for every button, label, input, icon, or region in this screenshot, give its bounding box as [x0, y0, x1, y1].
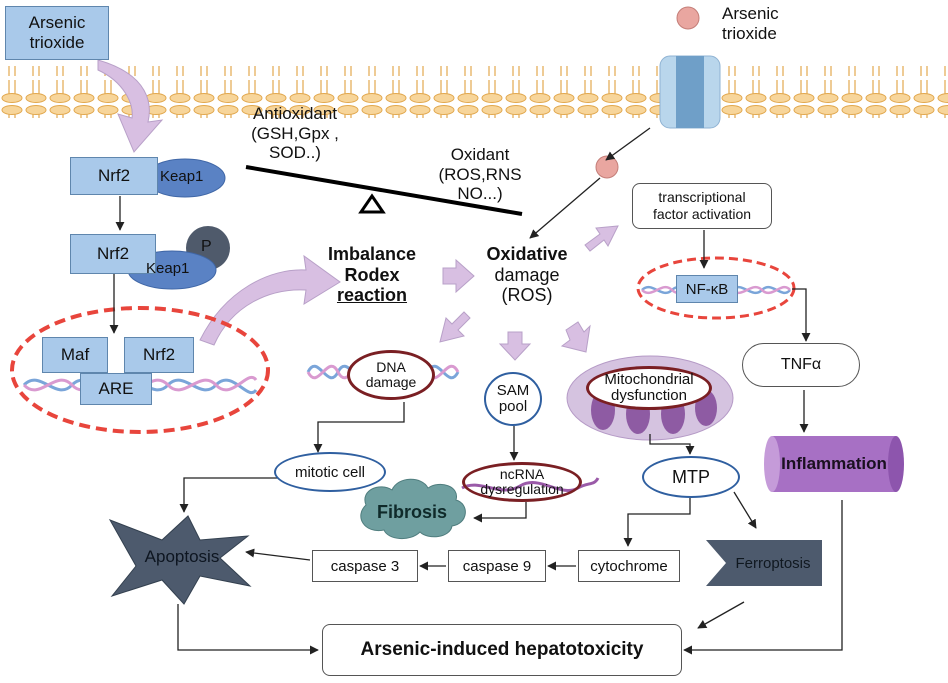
ncrna-line1: ncRNA	[499, 465, 545, 482]
fibrosis-label: Fibrosis	[376, 501, 447, 522]
oxidative-damage-label: Oxidative damage (ROS)	[480, 244, 574, 306]
phosphate-label: P	[201, 238, 212, 255]
nrf2-label: Nrf2	[96, 244, 130, 263]
oxidative-word: Oxidative	[486, 244, 568, 264]
nrf2-box: Nrf2	[70, 157, 158, 195]
arsenic-entry-line2: trioxide	[722, 23, 777, 43]
imbalance-line3: reaction	[336, 285, 408, 306]
nucleus-ring	[10, 306, 270, 434]
caspase9-box: caspase 9	[448, 550, 546, 582]
oxidant-line3: NO...)	[457, 184, 503, 204]
sam-pool-oval: SAM pool	[484, 372, 542, 426]
arsenic-label-line2: trioxide	[29, 33, 85, 52]
cytochrome-label: cytochrome	[590, 557, 668, 575]
apoptosis-label: Apoptosis	[144, 547, 220, 566]
apoptosis-node: Apoptosis	[126, 540, 238, 574]
arsenic-entry-line1: Arsenic	[722, 4, 779, 23]
antioxidant-line3: SOD..)	[269, 143, 321, 163]
sam-pool-line1: SAM	[496, 381, 530, 399]
ncrna-line2: dysregulation	[480, 481, 564, 497]
arsenic-entry-label: Arsenic trioxide	[722, 4, 779, 43]
mito-line2: dysfunction	[611, 387, 687, 404]
cytochrome-box: cytochrome	[578, 550, 680, 582]
tnfa-box: TNFα	[742, 343, 860, 387]
outcome-label: Arsenic-induced hepatotoxicity	[360, 639, 644, 660]
curved-arrow	[97, 59, 164, 153]
mitotic-cell-label: mitotic cell	[294, 463, 365, 481]
caspase9-label: caspase 9	[462, 557, 532, 575]
inflammation-shape	[764, 436, 904, 492]
maf-label: Maf	[60, 345, 90, 364]
inflammation-node: Inflammation	[772, 436, 896, 492]
inflammation-label: Inflammation	[781, 454, 887, 473]
block-arrow	[560, 321, 591, 353]
dna-damage-line1: DNA	[376, 358, 406, 375]
imbalance-line1: Imbalance	[327, 244, 417, 264]
oxidant-label: Oxidant (ROS,RNS NO...)	[428, 145, 532, 204]
block-arrow	[498, 331, 532, 361]
tf-line1: transcriptional	[658, 189, 746, 206]
balance-fulcrum	[358, 193, 386, 214]
mtp-label: MTP	[672, 466, 710, 487]
keap1-label: Keap1	[160, 168, 204, 185]
balance-beam	[245, 165, 523, 216]
transcription-factor-box: transcriptional factor activation	[632, 183, 772, 229]
mitotic-cell-oval: mitotic cell	[274, 452, 386, 492]
nrf2-box: Nrf2	[124, 337, 194, 373]
block-arrow	[439, 311, 471, 343]
nrf2-box: Nrf2	[70, 234, 156, 274]
tf-line2: factor activation	[652, 206, 752, 222]
outcome-box: Arsenic-induced hepatotoxicity	[322, 624, 682, 676]
caspase3-box: caspase 3	[312, 550, 418, 582]
block-arrow	[442, 258, 475, 294]
are-box: ARE	[80, 373, 152, 405]
arsenic-trioxide-box: Arsenic trioxide	[5, 6, 109, 60]
nfkb-label: NF-κB	[685, 280, 729, 298]
mito-dysfunction-oval: Mitochondrial dysfunction	[586, 366, 712, 410]
ferroptosis-node: Ferroptosis	[724, 546, 822, 580]
damage-word: damage	[494, 264, 560, 285]
block-arrow	[584, 225, 619, 252]
curved-arrow	[199, 254, 341, 346]
nrf2-label: Nrf2	[97, 166, 131, 185]
nfkb-ring	[636, 256, 796, 320]
imbalance-line2: Rodex	[344, 264, 400, 285]
cell-membrane	[0, 66, 948, 118]
connector-arrows	[109, 127, 843, 655]
apoptosis-star	[108, 515, 252, 605]
nfkb-box: NF-κB	[676, 275, 738, 303]
caspase3-label: caspase 3	[330, 557, 400, 575]
sam-pool-line2: pool	[498, 398, 528, 415]
tnfa-label: TNFα	[780, 356, 822, 373]
arsenic-molecule-icon	[676, 6, 700, 30]
antioxidant-label: Antioxidant (GSH,Gpx , SOD..)	[236, 104, 354, 163]
ncrna-oval: ncRNA dysregulation	[462, 462, 582, 502]
membrane-channel	[659, 55, 721, 129]
maf-box: Maf	[42, 337, 108, 373]
fibrosis-cloud	[360, 478, 466, 539]
ferroptosis-label: Ferroptosis	[735, 554, 811, 572]
mtp-oval: MTP	[642, 456, 740, 498]
ros-word: (ROS)	[501, 285, 553, 306]
mito-line1: Mitochondrial	[604, 370, 694, 388]
oxidant-line2: (ROS,RNS	[438, 164, 522, 184]
dna-damage-line2: damage	[365, 374, 417, 390]
imbalance-label: Imbalance Rodex reaction	[320, 244, 424, 306]
oxidant-line1: Oxidant	[450, 145, 510, 164]
antioxidant-line2: (GSH,Gpx ,	[251, 123, 339, 143]
antioxidant-line1: Antioxidant	[252, 104, 338, 123]
ferroptosis-shape	[706, 540, 822, 586]
fibrosis-node: Fibrosis	[362, 496, 462, 528]
arsenic-label-line1: Arsenic	[28, 13, 86, 32]
nrf2-label: Nrf2	[142, 345, 176, 364]
dna-damage-oval: DNA damage	[347, 350, 435, 400]
keap1-label: Keap1	[146, 260, 190, 277]
are-label: ARE	[98, 379, 134, 398]
